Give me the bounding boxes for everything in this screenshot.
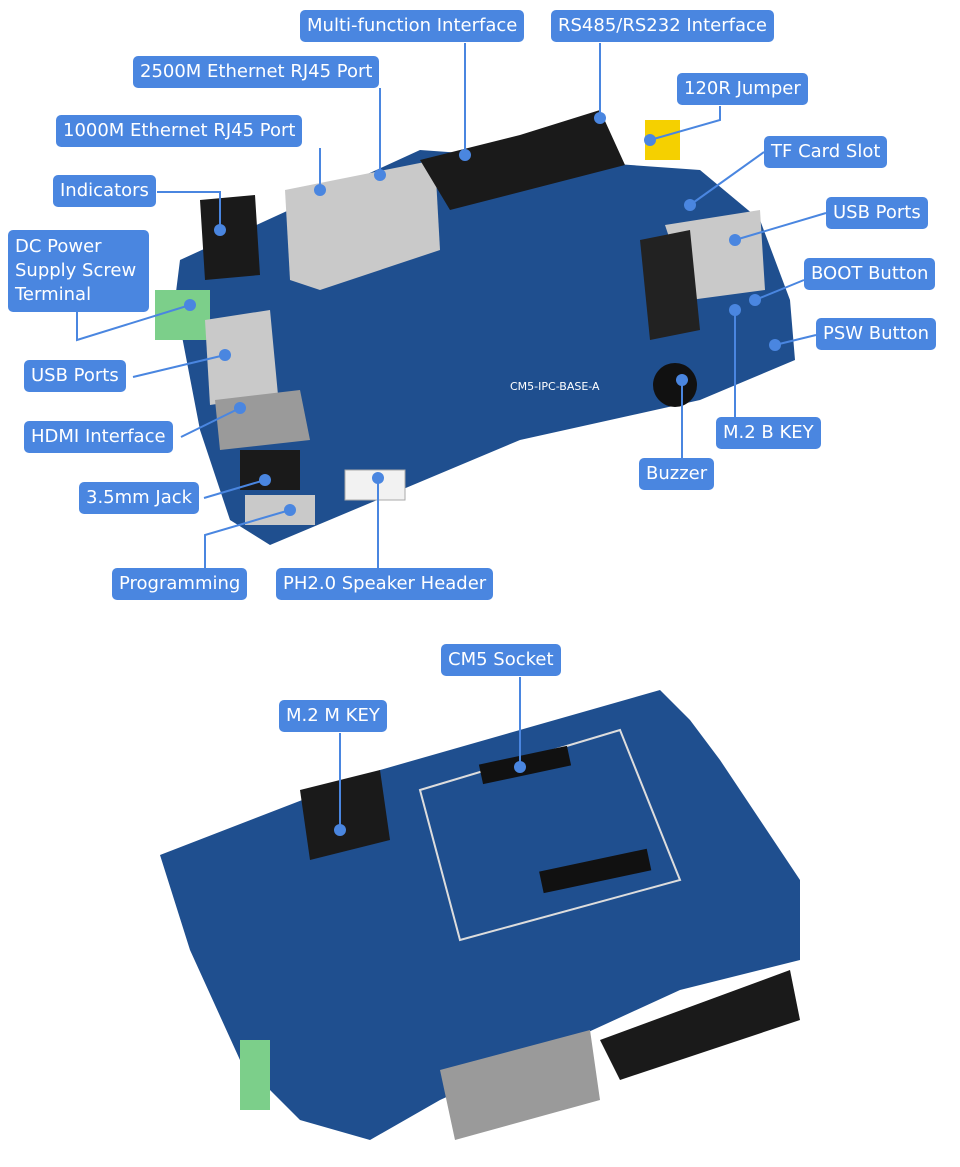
top-board: CM5-IPC-BASE-A bbox=[155, 110, 795, 545]
leader-dot bbox=[334, 824, 346, 836]
label-120r-jumper: 120R Jumper bbox=[677, 73, 808, 105]
leader-dot bbox=[284, 504, 296, 516]
bottom-screw-terminal bbox=[240, 1040, 270, 1110]
board-silkscreen: CM5-IPC-BASE-A bbox=[510, 380, 600, 393]
label-multi-function-interface: Multi-function Interface bbox=[300, 10, 525, 42]
leader-line bbox=[180, 407, 241, 438]
bottom-terminal-blocks bbox=[600, 970, 800, 1080]
leader-lines bbox=[76, 43, 827, 830]
leader-dot bbox=[769, 339, 781, 351]
leader-line bbox=[649, 106, 721, 141]
leader-dot bbox=[259, 474, 271, 486]
label-1000m-ethernet: 1000M Ethernet RJ45 Port bbox=[56, 115, 303, 147]
leader-line bbox=[734, 212, 827, 241]
leader-dot bbox=[374, 169, 386, 181]
label-rs485-rs232-interface: RS485/RS232 Interface bbox=[551, 10, 774, 42]
leader-dot bbox=[749, 294, 761, 306]
speaker-header-shape bbox=[344, 469, 406, 501]
m2-m-slot bbox=[300, 770, 390, 860]
label-usb-ports-right: USB Ports bbox=[826, 197, 928, 229]
leader-line bbox=[132, 354, 226, 378]
leader-dot bbox=[514, 761, 526, 773]
audio-jack bbox=[240, 450, 300, 490]
leader-dot bbox=[219, 349, 231, 361]
label-tf-card-slot: TF Card Slot bbox=[764, 136, 888, 168]
leader-dot bbox=[184, 299, 196, 311]
label-usb-ports-left: USB Ports bbox=[24, 360, 126, 392]
buzzer-shape bbox=[653, 363, 697, 407]
label-cm5-socket: CM5 Socket bbox=[441, 644, 561, 676]
leader-dot bbox=[372, 472, 384, 484]
label-jack: 3.5mm Jack bbox=[79, 482, 200, 514]
leader-line bbox=[204, 509, 291, 568]
leader-line bbox=[76, 304, 191, 342]
label-indicators: Indicators bbox=[53, 175, 156, 207]
terminal-blocks bbox=[420, 110, 625, 210]
label-2500m-ethernet: 2500M Ethernet RJ45 Port bbox=[133, 56, 380, 88]
indicator-leds bbox=[200, 195, 260, 280]
leader-dot bbox=[594, 112, 606, 124]
m2-b-slot bbox=[640, 230, 700, 340]
hdmi bbox=[215, 390, 310, 450]
label-m2-b-key: M.2 B KEY bbox=[716, 417, 821, 449]
label-m2-m-key: M.2 M KEY bbox=[279, 700, 387, 732]
leader-dot bbox=[234, 402, 246, 414]
label-psw-button: PSW Button bbox=[816, 318, 937, 350]
bottom-board bbox=[160, 690, 800, 1140]
leader-dot bbox=[729, 234, 741, 246]
leader-line bbox=[754, 279, 805, 301]
usb-left bbox=[205, 310, 278, 405]
leader-line bbox=[203, 479, 266, 499]
label-dc-power: DC Power Supply Screw Terminal bbox=[8, 230, 149, 312]
screw-terminal bbox=[155, 290, 210, 340]
leader-dot bbox=[314, 184, 326, 196]
leader-dot bbox=[684, 199, 696, 211]
leader-dot bbox=[729, 304, 741, 316]
leader-dot bbox=[676, 374, 688, 386]
bottom-ethernet-ports bbox=[440, 1030, 600, 1140]
label-buzzer: Buzzer bbox=[639, 458, 715, 490]
cm5-connector-lower bbox=[539, 848, 652, 894]
leader-dot bbox=[214, 224, 226, 236]
leader-dot bbox=[459, 149, 471, 161]
leader-line bbox=[157, 191, 221, 230]
label-programming: Programming bbox=[112, 568, 248, 600]
label-boot-button: BOOT Button bbox=[804, 258, 936, 290]
leader-dot bbox=[644, 134, 656, 146]
label-hdmi-interface: HDMI Interface bbox=[24, 421, 173, 453]
label-speaker-header: PH2.0 Speaker Header bbox=[276, 568, 494, 600]
leader-line bbox=[774, 334, 817, 346]
leader-dots bbox=[184, 112, 781, 836]
leader-line bbox=[689, 151, 765, 206]
